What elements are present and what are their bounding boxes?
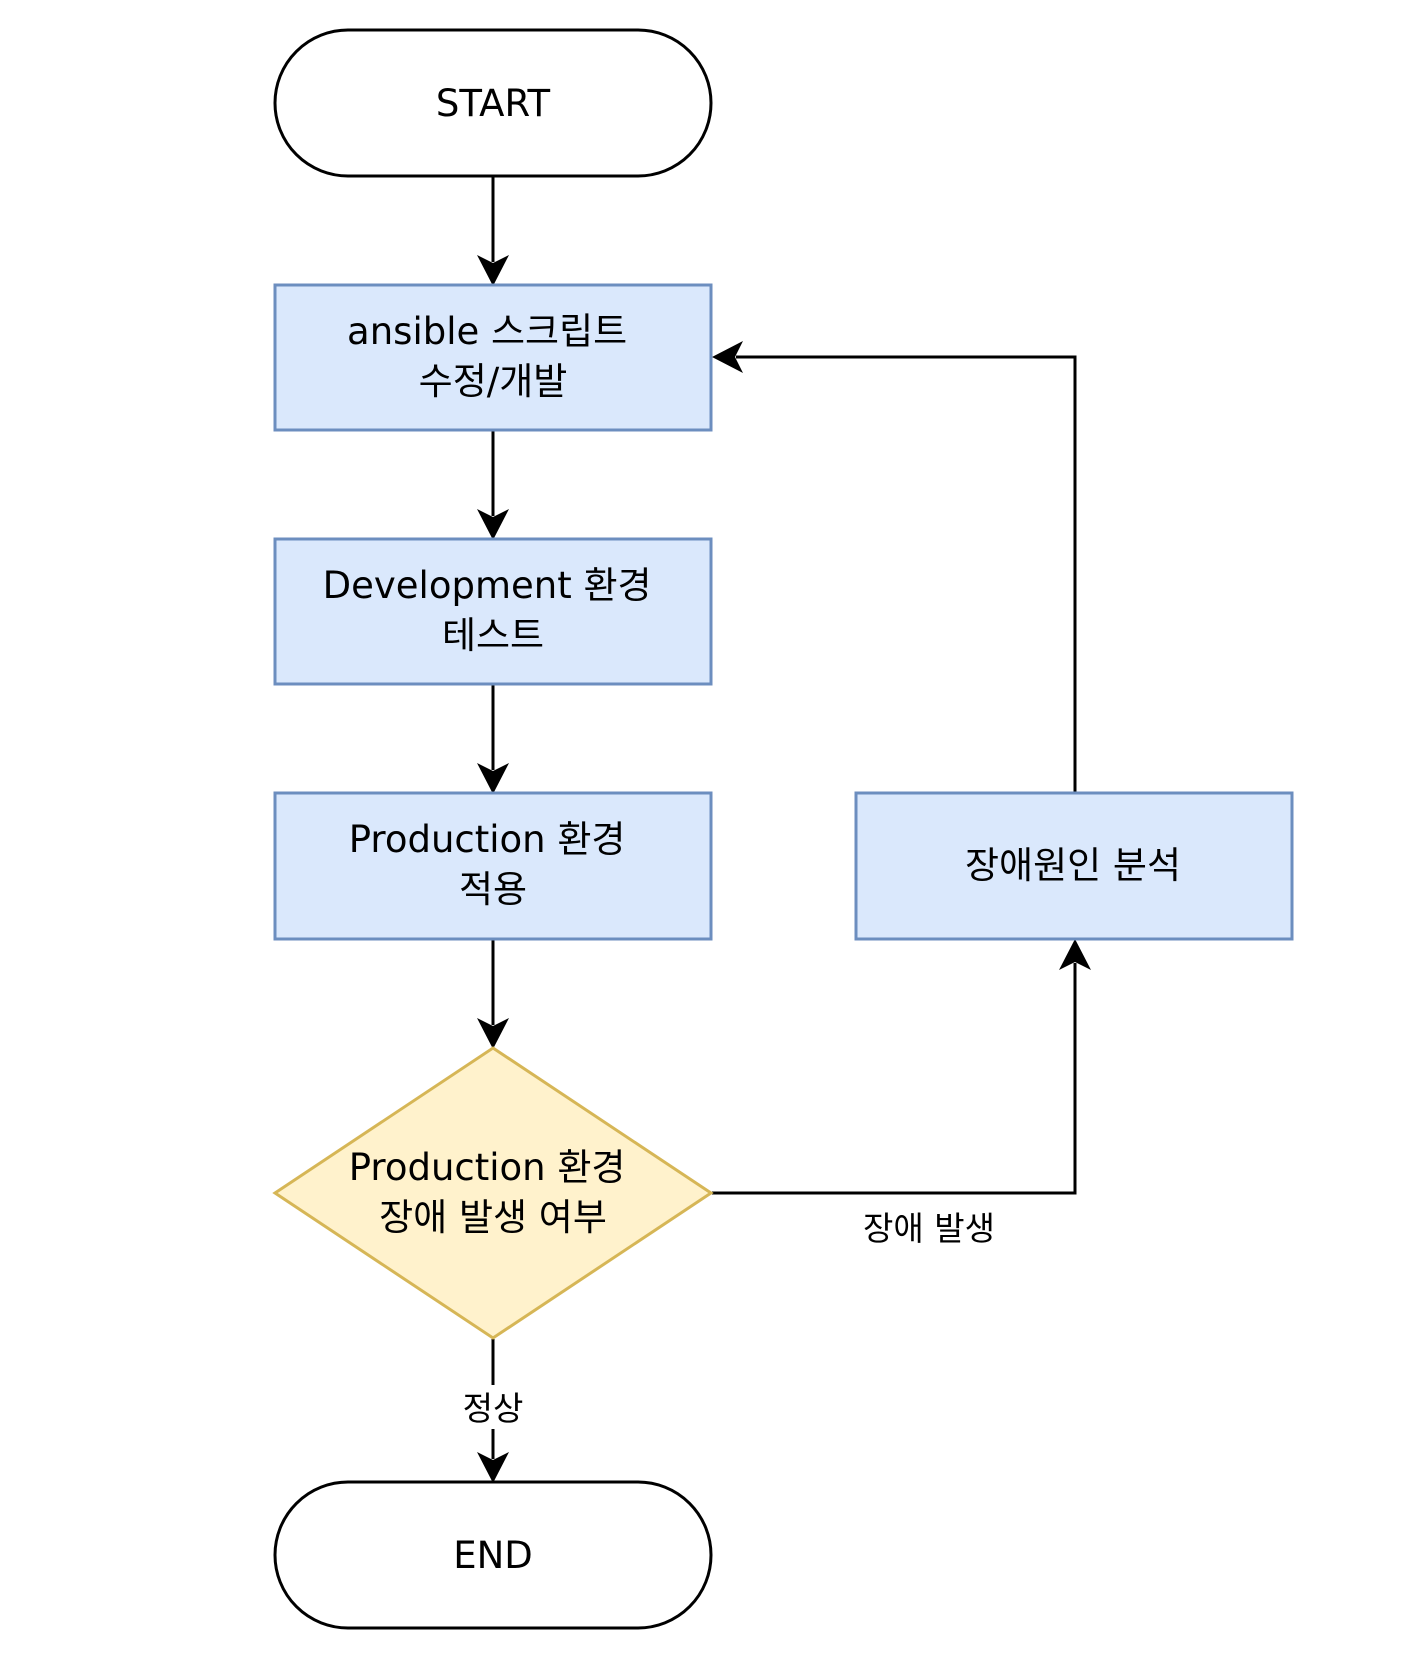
edge-label-failure: 장애 발생	[863, 1209, 995, 1248]
node-dev-test: Development 환경 테스트	[273, 537, 713, 686]
edit-script-label: ansible 스크립트 수정/개발	[347, 310, 639, 403]
decision-label: Production 환경 장애 발생 여부	[349, 1146, 637, 1239]
arrowhead-dev-to-prod	[477, 763, 509, 794]
edge-label-normal: 정상	[463, 1389, 524, 1428]
node-start: START	[273, 28, 713, 178]
prod-apply-label: Production 환경 적용	[349, 818, 637, 911]
normal-label-background	[448, 1385, 538, 1429]
node-decision: Production 환경 장애 발생 여부	[272, 1046, 714, 1340]
root-cause-label: 장애원인 분석	[965, 844, 1181, 887]
node-prod-apply: Production 환경 적용	[273, 791, 713, 941]
start-terminal-shape	[273, 28, 713, 178]
node-end: END	[273, 1480, 713, 1630]
root-cause-process-shape	[854, 791, 1294, 941]
dev-test-label: Development 환경 테스트	[323, 564, 664, 657]
edge-rootcause-to-edit	[736, 355, 1077, 793]
prod-apply-process-shape	[273, 791, 713, 941]
start-label: START	[436, 82, 551, 125]
node-edit-script: ansible 스크립트 수정/개발	[273, 283, 713, 432]
arrowhead-rootcause-to-edit	[712, 341, 743, 373]
node-root-cause: 장애원인 분석	[854, 791, 1294, 941]
edges	[477, 176, 1091, 1483]
end-label: END	[453, 1534, 533, 1577]
edit-script-process-shape	[273, 283, 713, 432]
arrowhead-start-to-edit	[477, 255, 509, 286]
edge-decision-to-rootcause	[712, 963, 1077, 1195]
end-terminal-shape	[273, 1480, 713, 1630]
dev-test-process-shape	[273, 537, 713, 686]
arrowhead-decision-to-end	[477, 1452, 509, 1483]
arrowhead-decision-to-rootcause	[1059, 939, 1091, 970]
arrowhead-edit-to-dev	[477, 509, 509, 540]
arrowhead-prod-to-decision	[477, 1018, 509, 1049]
decision-diamond-shape	[272, 1046, 714, 1340]
